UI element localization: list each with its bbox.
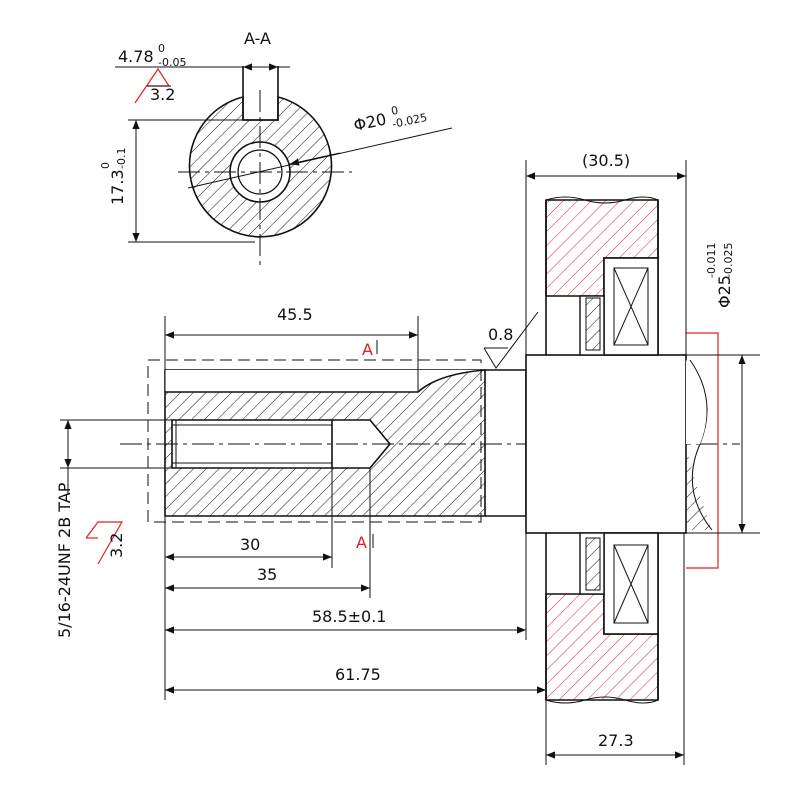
svg-text:0: 0: [390, 104, 400, 118]
housing-assembly: (30.5) Φ25 -0.011 -0.025 27.3: [525, 151, 760, 765]
svg-text:-0.05: -0.05: [158, 56, 186, 69]
svg-text:-0.011: -0.011: [705, 243, 718, 278]
section-label: A-A: [244, 29, 271, 48]
shaft-collar: [525, 354, 687, 534]
thread-spec: 5/16-24UNF 2B TAP: [55, 482, 74, 638]
shaft-main-view: A A 45.5 5/16-24UNF 2B TAP 3.2: [55, 305, 740, 700]
tap-depth-30: 30: [240, 535, 260, 554]
keyway-roughness-symbol: 3.2: [134, 67, 175, 104]
thread-roughness-symbol: 3.2: [85, 521, 126, 565]
svg-text:0.8: 0.8: [488, 325, 513, 344]
svg-text:0: 0: [99, 162, 112, 169]
outer-width-30-5: (30.5): [582, 151, 630, 170]
tap-depth-35: 35: [257, 565, 277, 584]
length-61-75: 61.75: [335, 665, 381, 684]
svg-text:-0.1: -0.1: [115, 148, 128, 169]
face-roughness-symbol: 0.8: [483, 311, 539, 369]
length-45-5: 45.5: [277, 305, 313, 324]
keyway-depth-value: 17.3: [108, 169, 127, 205]
housing-width-27-3: 27.3: [598, 731, 634, 750]
svg-text:3.2: 3.2: [150, 85, 175, 104]
length-58-5: 58.5±0.1: [312, 607, 386, 626]
svg-text:0: 0: [158, 42, 165, 55]
main-diameter-value: Φ20: [352, 109, 388, 134]
bearing-diameter: Φ25: [715, 275, 734, 308]
section-mark-bottom: A: [356, 533, 367, 552]
section-view-a-a: 4.78 0 -0.05 3.2 A-A Φ20 0 -0.025 17.3 0…: [99, 29, 453, 265]
svg-text:3.2: 3.2: [107, 533, 126, 558]
section-mark-top: A: [362, 340, 373, 359]
keyway-width-value: 4.78: [118, 47, 154, 66]
svg-text:-0.025: -0.025: [722, 243, 735, 278]
